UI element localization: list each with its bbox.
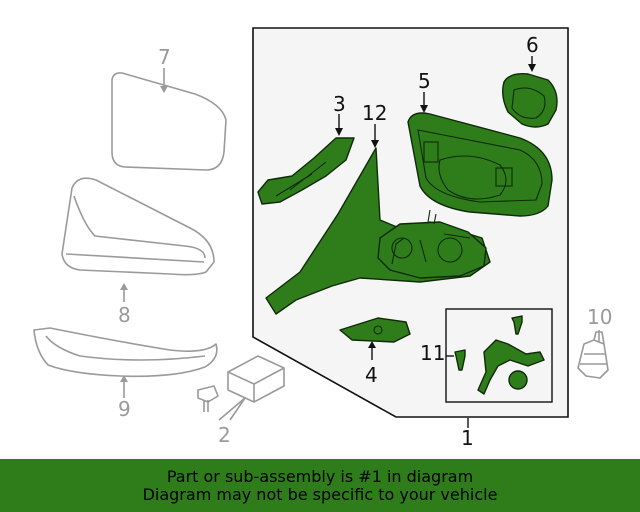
grey-parts	[33, 68, 609, 421]
part-3-bracket[interactable]	[257, 137, 355, 205]
callout-8: 8	[118, 303, 131, 327]
banner-line-1: Part or sub-assembly is #1 in diagram	[166, 466, 474, 486]
part-11-screw-a[interactable]	[511, 315, 523, 335]
part-11-screw-b[interactable]	[454, 349, 466, 371]
callout-5: 5	[418, 69, 431, 93]
callout-1: 1	[461, 426, 474, 450]
callout-6: 6	[526, 33, 539, 57]
part-2-screw-and-module[interactable]	[197, 355, 285, 412]
callout-4: 4	[365, 363, 378, 387]
part-6-motor[interactable]	[501, 72, 558, 128]
part-11-wiring-harness[interactable]	[477, 339, 545, 395]
callout-10: 10	[587, 305, 612, 329]
dark-arrowheads	[335, 64, 536, 348]
detail-strokes	[275, 87, 546, 335]
leader-lines	[338, 56, 533, 428]
grey-arrowheads	[120, 86, 168, 382]
callout-7: 7	[158, 45, 171, 69]
callout-11: 11	[420, 341, 445, 365]
callout-3: 3	[333, 92, 346, 116]
part-11-box	[445, 308, 553, 403]
callout-2: 2	[218, 423, 231, 447]
part-9-turn-signal[interactable]	[33, 327, 218, 378]
part-7-mirror-glass[interactable]	[111, 72, 227, 171]
callout-9: 9	[118, 397, 131, 421]
part-11-grommet[interactable]	[508, 370, 528, 390]
part-10-connector[interactable]	[577, 331, 609, 379]
info-banner: Part or sub-assembly is #1 in diagram Di…	[0, 459, 640, 512]
part-4-cover[interactable]	[339, 317, 411, 343]
assembly-panel	[252, 27, 569, 418]
banner-line-2: Diagram may not be specific to your vehi…	[142, 484, 498, 504]
callout-12: 12	[362, 101, 387, 125]
part-8-mirror-cap[interactable]	[61, 177, 215, 276]
part-5-mirror-housing[interactable]	[407, 112, 553, 217]
